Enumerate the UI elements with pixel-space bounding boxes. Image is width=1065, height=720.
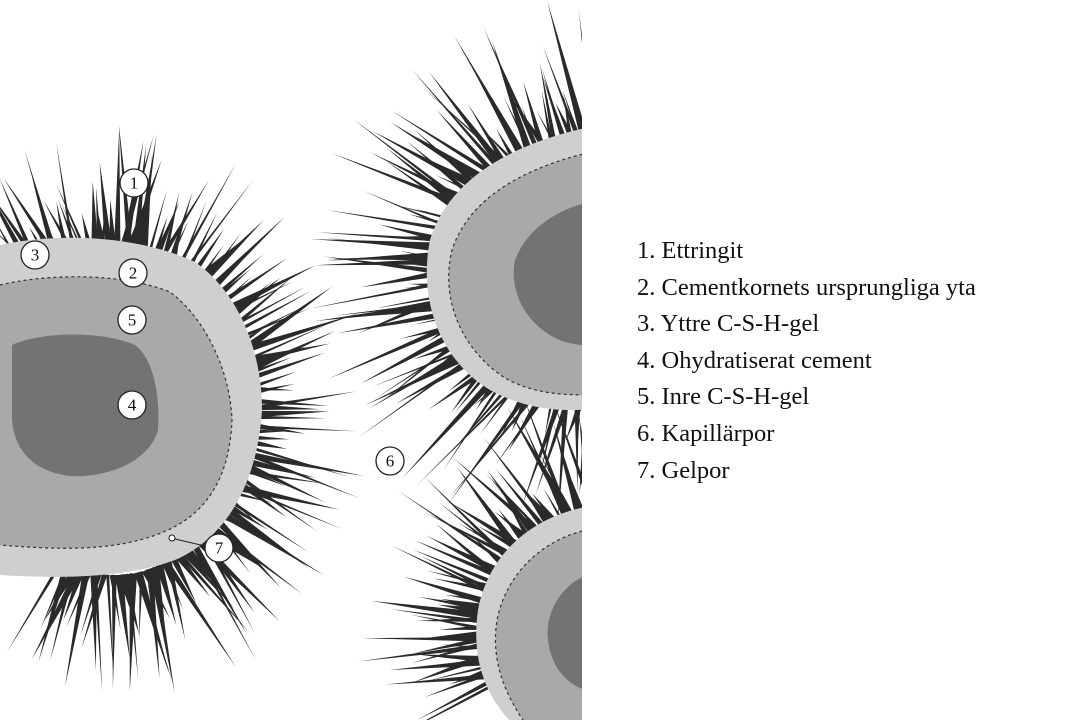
ettringite-needle: [90, 573, 97, 670]
legend: 1. Ettringit 2. Cementkornets ursprungli…: [637, 233, 976, 489]
ettringite-needle: [590, 0, 597, 148]
callout-2-label: 2: [129, 264, 138, 283]
callout-5-label: 5: [128, 311, 137, 330]
legend-item-capillary-pore: 6. Kapillärpor: [637, 416, 976, 453]
legend-item-outer-csh-gel: 3. Yttre C-S-H-gel: [637, 306, 976, 343]
legend-item-original-grain-surface: 2. Cementkornets ursprungliga yta: [637, 270, 976, 307]
callout-7-label: 7: [215, 539, 224, 558]
ettringite-needle: [590, 396, 594, 492]
ettringite-needle: [581, 424, 590, 519]
ettringite-needle: [602, 397, 621, 538]
callout-6: 6: [376, 447, 404, 475]
callout-3: 3: [21, 241, 49, 269]
ettringite-needle: [582, 15, 609, 148]
ettringite-needle: [417, 676, 497, 720]
legend-item-inner-csh-gel: 5. Inre C-S-H-gel: [637, 379, 976, 416]
ettringite-needle: [32, 567, 84, 659]
ettringite-needle: [588, 396, 598, 536]
ettringite-needle: [598, 399, 602, 517]
callout-1: 1: [120, 169, 148, 197]
callout-5: 5: [118, 306, 146, 334]
callout-6-label: 6: [386, 452, 395, 471]
legend-item-gel-pore: 7. Gelpor: [637, 453, 976, 490]
cement-grain-lower-right: [476, 505, 600, 720]
ettringite-needle: [595, 396, 604, 453]
callout-7: 7: [205, 534, 233, 562]
ettringite-needle: [601, 102, 611, 147]
legend-item-ettringite: 1. Ettringit: [637, 233, 976, 270]
ettringite-needle: [588, 451, 595, 518]
ettringite-needle: [597, 26, 606, 147]
callout-4-label: 4: [128, 396, 137, 415]
legend-item-unhydrated-cement: 4. Ohydratiserat cement: [637, 343, 976, 380]
gel-pore-marker: [169, 535, 175, 541]
ettringite-needle: [38, 562, 70, 662]
callout-1-label: 1: [130, 174, 139, 193]
ettringite-needle: [605, 471, 610, 515]
cement-grain-upper-right: [427, 125, 600, 410]
ettringite-needle: [600, 471, 606, 516]
callout-3-label: 3: [31, 246, 40, 265]
ettringite-needle: [605, 397, 611, 534]
ettringite-needle: [114, 129, 121, 256]
callout-2: 2: [119, 259, 147, 287]
callout-4: 4: [118, 391, 146, 419]
